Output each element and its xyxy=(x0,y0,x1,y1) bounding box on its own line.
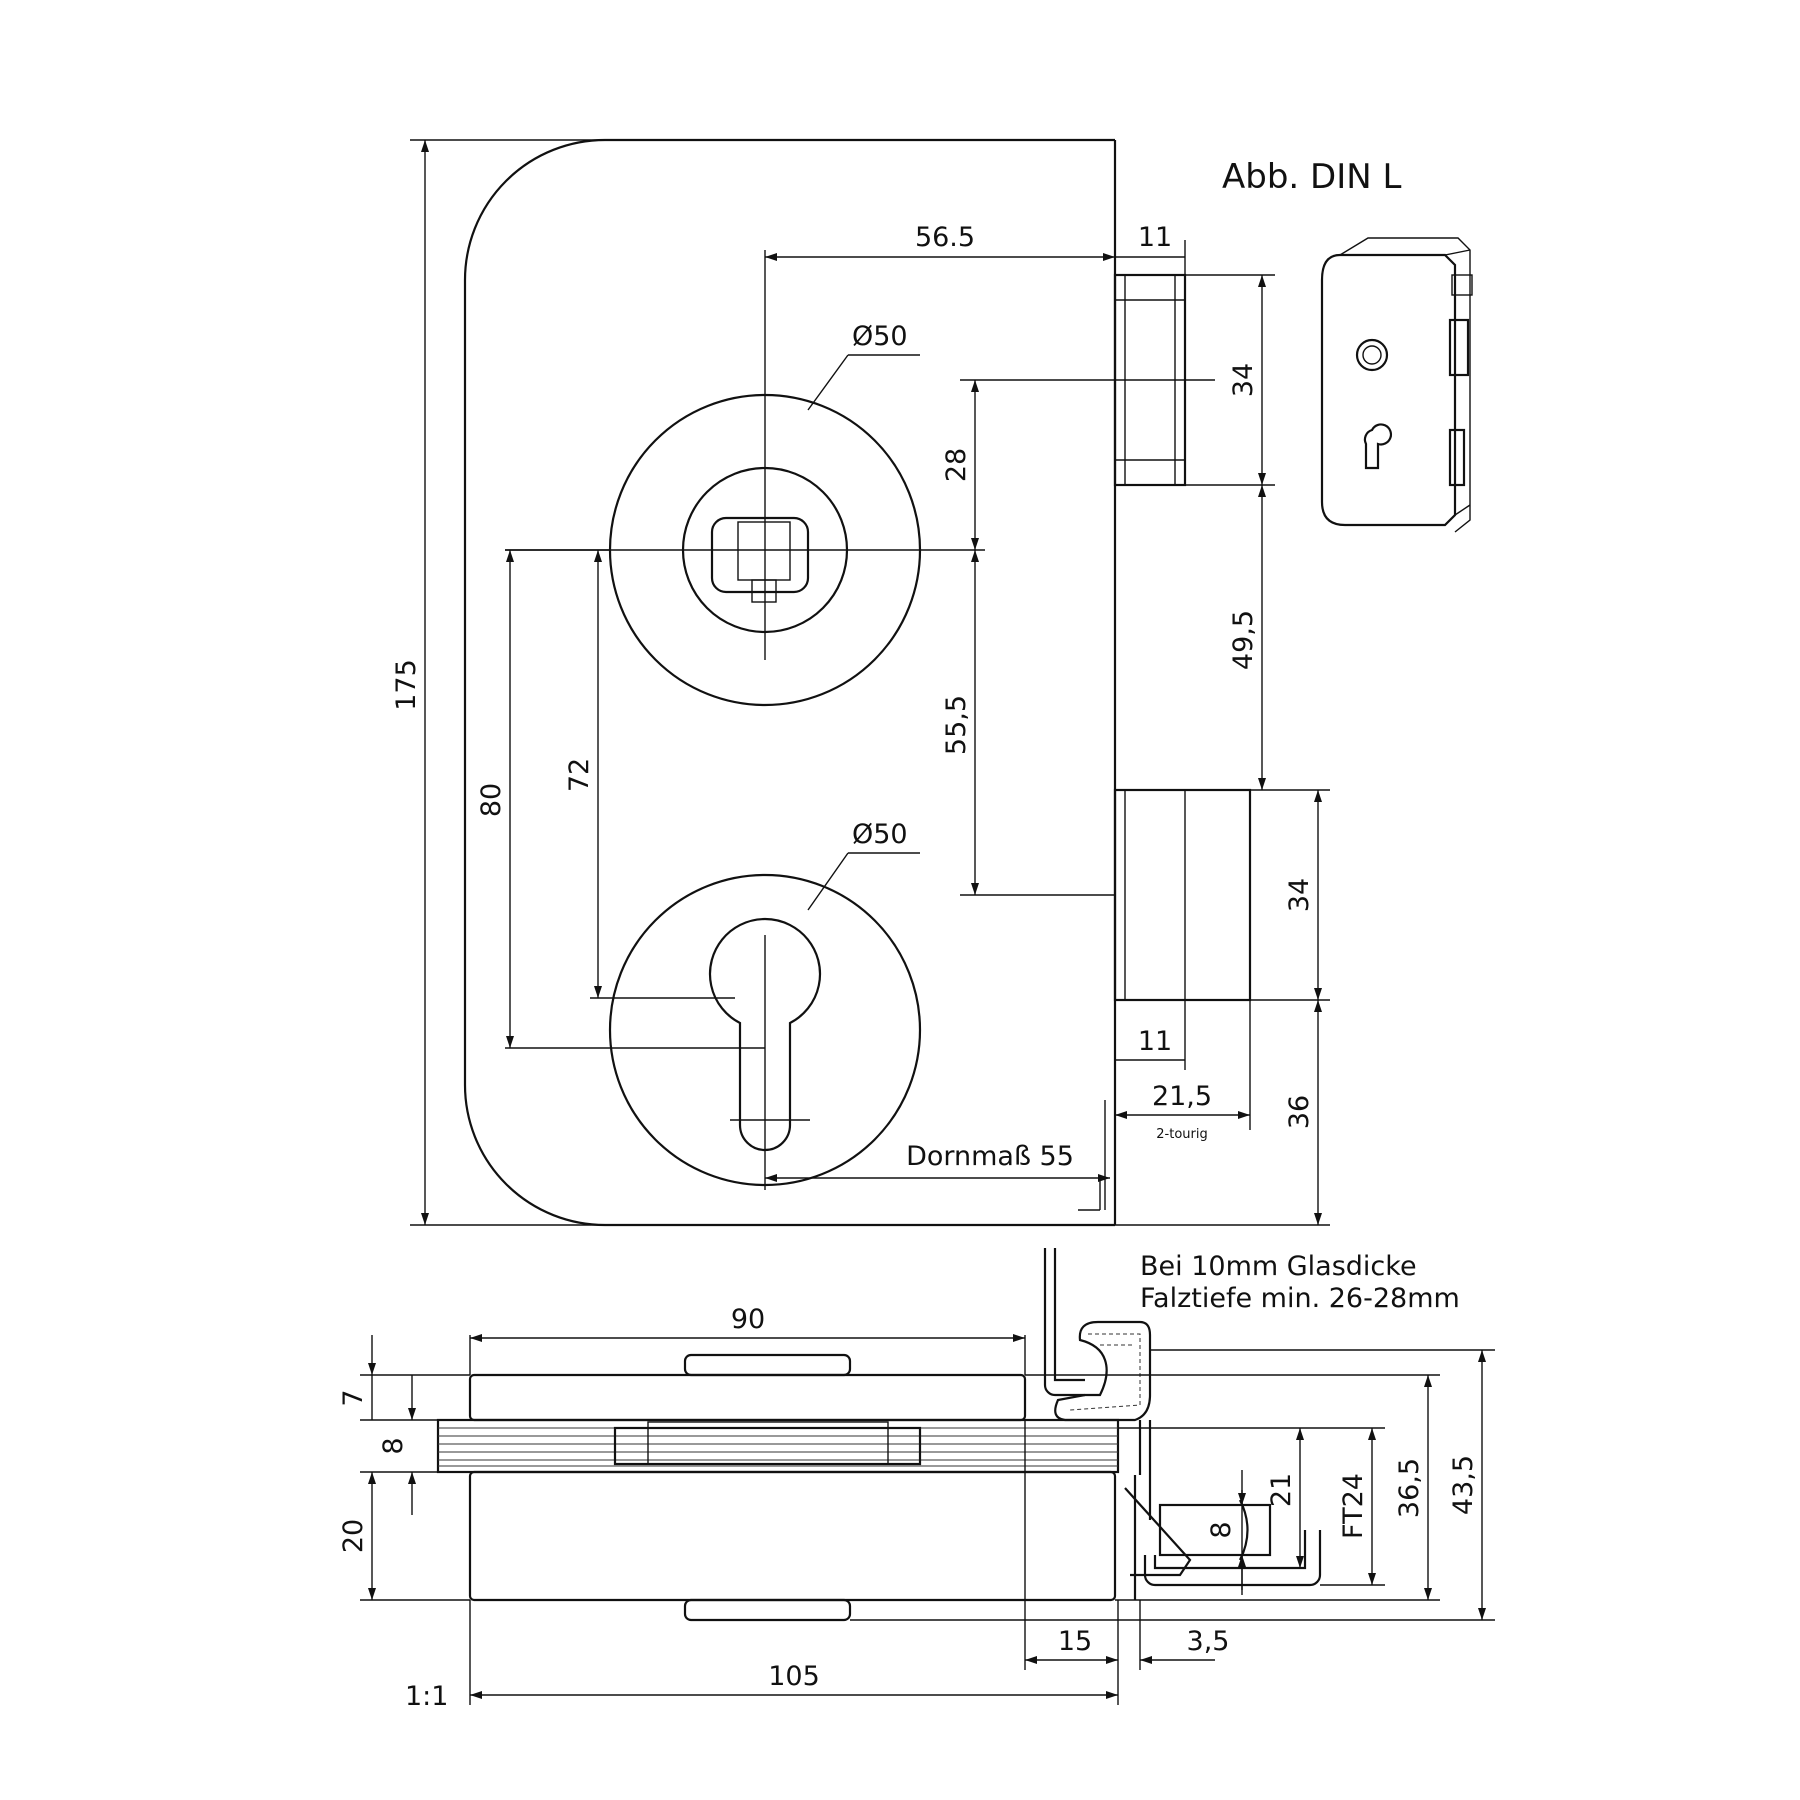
front-view: 175 56.5 11 34 28 49,5 55,5 34 36 xyxy=(391,138,1330,1227)
dim-latch-center: 28 xyxy=(941,448,972,482)
note-line1: Bei 10mm Glasdicke xyxy=(1140,1251,1417,1282)
lock-housing xyxy=(463,138,1115,1227)
dim-width-total: 105 xyxy=(768,1661,820,1692)
dim-rosette-bottom: Ø50 xyxy=(852,819,908,850)
scale-label: 1:1 xyxy=(405,1681,448,1712)
dim-overhang: 15 xyxy=(1058,1626,1092,1657)
dim-handle-offset: 56.5 xyxy=(915,222,975,253)
dim-80: 80 xyxy=(476,783,507,817)
dim-ft: FT24 xyxy=(1338,1473,1369,1539)
note-line2: Falztiefe min. 26-28mm xyxy=(1140,1283,1460,1314)
dim-rosette-top: Ø50 xyxy=(852,321,908,352)
dim-bolt-width: 11 xyxy=(1138,1026,1172,1057)
dim-handle-to-bolt: 55,5 xyxy=(941,695,972,755)
dim-gap-side: 3,5 xyxy=(1187,1626,1230,1657)
dim-height-total: 43,5 xyxy=(1448,1455,1479,1515)
dim-latch-width: 11 xyxy=(1138,222,1172,253)
dim-latch-height: 34 xyxy=(1228,363,1259,397)
glass-panel xyxy=(436,1418,1120,1474)
dim-72: 72 xyxy=(564,758,595,792)
dim-backset: Dornmaß 55 xyxy=(906,1141,1074,1172)
bolt xyxy=(1113,788,1252,1002)
dim-bolt-height: 34 xyxy=(1284,878,1315,912)
figure-title: Abb. DIN L xyxy=(1222,157,1401,197)
dim-bolt-diameter: 8 xyxy=(1206,1521,1237,1538)
lock-iso-sketch xyxy=(1320,237,1473,533)
dim-top-plate: 7 xyxy=(338,1389,369,1406)
dim-height-mid: 36,5 xyxy=(1394,1458,1425,1518)
seal-profile xyxy=(1054,1320,1152,1422)
dim-glass: 8 xyxy=(378,1437,409,1454)
dim-height: 175 xyxy=(391,659,422,711)
dim-width-inner: 90 xyxy=(731,1304,765,1335)
dim-bolt-length: 21 xyxy=(1266,1473,1297,1507)
side-view: Bei 10mm Glasdicke Falztiefe min. 26-28m… xyxy=(338,1248,1495,1712)
dim-gap: 49,5 xyxy=(1228,610,1259,670)
dim-bolt-throw: 21,5 xyxy=(1152,1081,1212,1112)
bolt-note: 2-tourig xyxy=(1156,1127,1207,1142)
dim-bottom-body: 20 xyxy=(338,1519,369,1553)
dim-bolt-bottom: 36 xyxy=(1284,1095,1315,1129)
